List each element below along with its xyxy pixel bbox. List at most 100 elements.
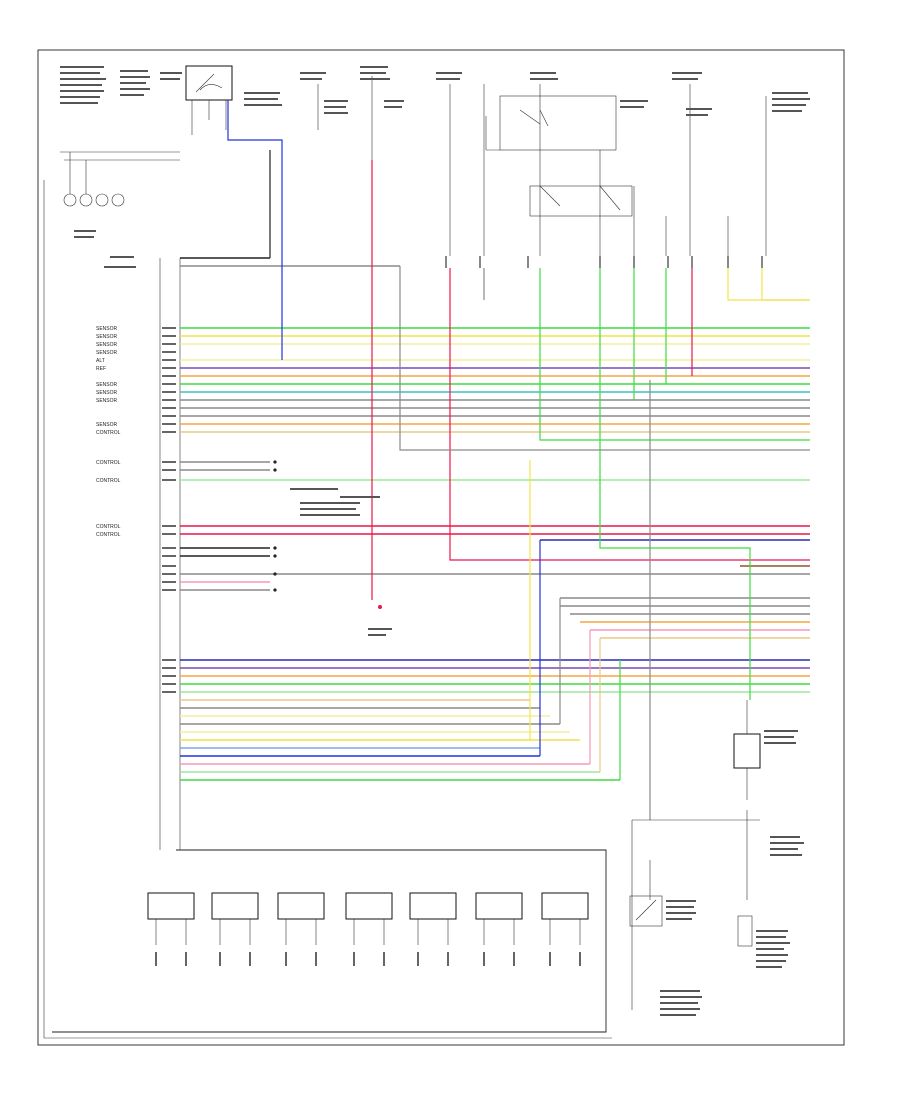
wire-riser (399, 266, 810, 451)
pin-number (162, 343, 176, 345)
right-components (290, 488, 804, 1016)
connector-c1 (60, 151, 180, 207)
pin-number (162, 469, 176, 471)
pin-number (162, 375, 176, 377)
relay-box-2 (529, 185, 633, 217)
wire-riser (761, 268, 810, 301)
sensor-box-right (733, 733, 761, 769)
module-outline (541, 892, 589, 920)
pin-number (162, 581, 176, 583)
pin-number (162, 683, 176, 685)
pin-number (162, 391, 176, 393)
module-pin-mark (483, 952, 485, 966)
module-pin-mark (549, 952, 551, 966)
pin-number (162, 659, 176, 661)
module-box (475, 892, 523, 966)
fuse-row (445, 256, 763, 268)
module-outline (277, 892, 325, 920)
connector-dot (273, 546, 277, 550)
module-box (345, 892, 393, 966)
module-pin-mark (185, 952, 187, 966)
left-label: SENSOR (96, 382, 118, 388)
module-pin-mark (447, 952, 449, 966)
module-box (277, 892, 325, 966)
top-microtext (60, 66, 810, 268)
module-outline (409, 892, 457, 920)
wire-riser (599, 268, 751, 700)
pin-number (162, 431, 176, 433)
pin-number (162, 691, 176, 693)
pin-number (162, 675, 176, 677)
module-pin-mark (249, 952, 251, 966)
pin-number (162, 367, 176, 369)
module-outline (147, 892, 195, 920)
wire-riser (227, 100, 283, 360)
module-box (409, 892, 457, 966)
module-pin-mark (579, 952, 581, 966)
module-pin-mark (285, 952, 287, 966)
left-label: SENSOR (96, 334, 118, 340)
pin-number (162, 555, 176, 557)
wire-riser (449, 268, 810, 561)
connector-dot (273, 588, 277, 592)
ground-bus-outer (43, 180, 612, 1039)
pin-number (162, 525, 176, 527)
sensor-box-lower (737, 915, 753, 947)
left-label: SENSOR (96, 342, 118, 348)
switch-box (629, 895, 663, 927)
wire-riser (539, 268, 810, 441)
connector-dot (273, 460, 277, 464)
pin-number (162, 351, 176, 353)
pin-number (162, 667, 176, 669)
left-label: CONTROL (96, 460, 121, 466)
left-label: SENSOR (96, 326, 118, 332)
pin-number (162, 335, 176, 337)
left-label: ALT (96, 358, 105, 364)
left-label: CONTROL (96, 478, 121, 484)
module-outline (211, 892, 259, 920)
module-box (211, 892, 259, 966)
module-pin-mark (219, 952, 221, 966)
module-pin-mark (513, 952, 515, 966)
pin-number (162, 573, 176, 575)
module-pin-mark (155, 952, 157, 966)
pin-number (162, 407, 176, 409)
diagram-frame (37, 49, 845, 1046)
left-label: SENSOR (96, 350, 118, 356)
pin-number (162, 533, 176, 535)
connector-dot (273, 572, 277, 576)
module-outline (345, 892, 393, 920)
module-pin-mark (417, 952, 419, 966)
pin-number (162, 565, 176, 567)
module-pin-mark (383, 952, 385, 966)
pin-number (162, 423, 176, 425)
module-outline (475, 892, 523, 920)
wire-harness (180, 100, 810, 820)
pin-number (162, 415, 176, 417)
left-label: CONTROL (96, 524, 121, 530)
connector-dot (273, 468, 277, 472)
left-label: CONTROL (96, 532, 121, 538)
module-box (541, 892, 589, 966)
wire-riser (727, 268, 810, 301)
pin-number (162, 383, 176, 385)
pin-number (162, 327, 176, 329)
pin-number (162, 547, 176, 549)
left-label: SENSOR (96, 398, 118, 404)
pin-number (162, 359, 176, 361)
module-pin-mark (353, 952, 355, 966)
pin-number (162, 589, 176, 591)
bottom-modules (147, 892, 589, 966)
top-components (60, 65, 810, 268)
pin-number (162, 479, 176, 481)
module-pin-mark (315, 952, 317, 966)
left-label: SENSOR (96, 390, 118, 396)
left-label: SENSOR (96, 422, 118, 428)
connector-dot (273, 554, 277, 558)
relay-box-1 (499, 95, 617, 151)
ground-bus (52, 849, 607, 1033)
gauge-box (185, 65, 233, 101)
pin-number (162, 461, 176, 463)
left-label: CONTROL (96, 430, 121, 436)
